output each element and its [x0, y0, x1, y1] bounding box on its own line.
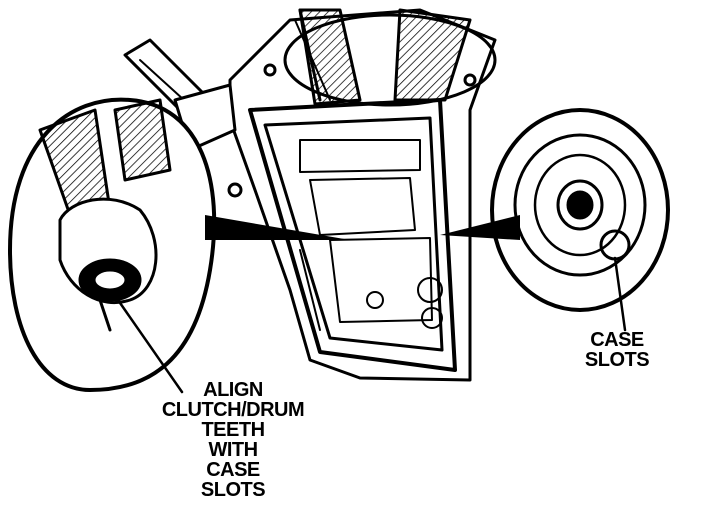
align-instruction-label: ALIGN CLUTCH/DRUM TEETH WITH CASE SLOTS	[138, 380, 328, 500]
align-line-5: CASE	[206, 459, 260, 481]
align-line-4: WITH	[208, 439, 258, 461]
align-line-2: CLUTCH/DRUM	[161, 399, 305, 421]
case-slots-label: CASE SLOTS	[572, 330, 662, 370]
case-slots-line-1: CASE	[590, 329, 644, 351]
align-line-1: ALIGN	[203, 379, 263, 401]
left-detail-inset	[8, 97, 217, 394]
align-line-6: SLOTS	[200, 479, 266, 501]
transmission-case	[207, 8, 497, 382]
align-line-3: TEETH	[201, 419, 265, 441]
right-detail-inset	[490, 108, 670, 332]
inset-pointers	[205, 215, 520, 240]
case-slots-line-2: SLOTS	[584, 349, 650, 371]
